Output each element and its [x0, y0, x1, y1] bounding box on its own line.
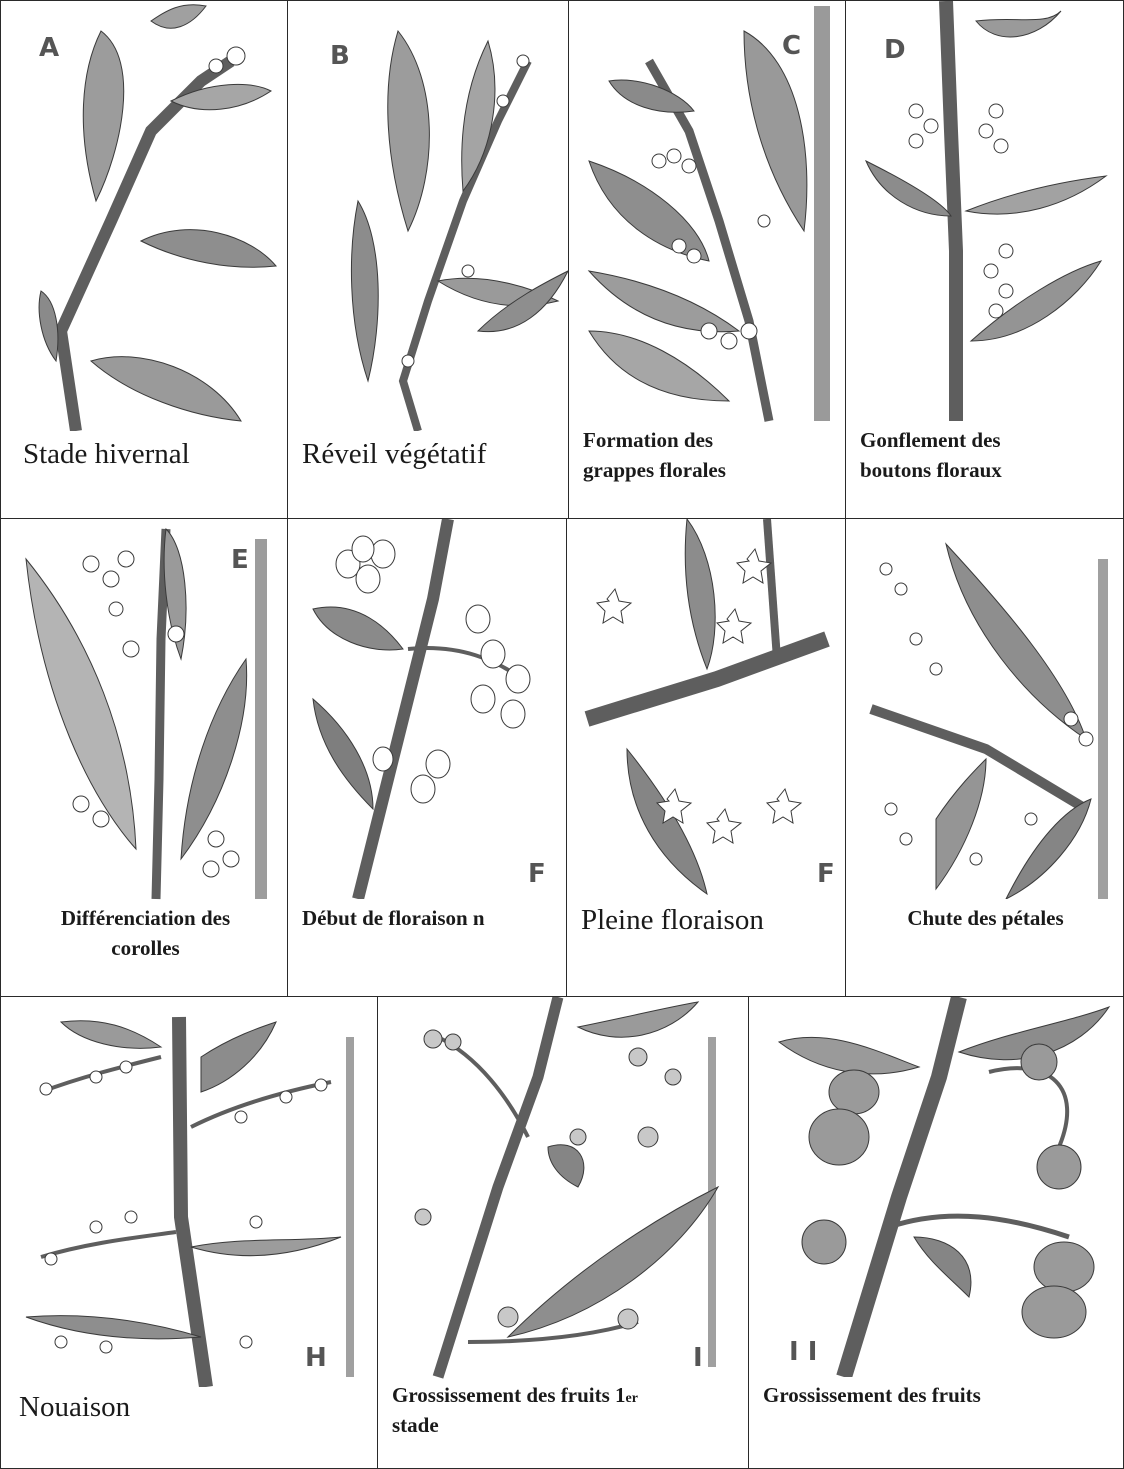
- caption-text: Grossissement des fruits 1: [392, 1383, 626, 1407]
- stage-caption: Chute des pétales: [846, 906, 1124, 931]
- stage-caption-line2: boutons floraux: [860, 458, 1002, 483]
- stage-panel-g: Chute des pétales: [845, 518, 1124, 998]
- stage-panel-f2: F Pleine floraison: [566, 518, 847, 998]
- stage-letter: E: [231, 545, 249, 575]
- caption-superscript: er: [626, 1391, 638, 1406]
- stage-panel-c: C Formation des grappes florales: [568, 0, 847, 520]
- stage-caption-line1: Grossissement des fruits 1er: [392, 1383, 638, 1408]
- stage-caption: Stade hivernal: [23, 437, 190, 472]
- stage-caption: Nouaison: [19, 1390, 130, 1425]
- stage-caption-line1: Formation des: [583, 428, 713, 453]
- olive-branch-illustration-a: [1, 1, 289, 431]
- stage-caption-line2: corolles: [1, 936, 289, 961]
- stage-letter: I: [693, 1343, 703, 1373]
- stage-caption: Début de floraison n: [302, 906, 485, 931]
- stage-letter: I I: [789, 1337, 817, 1367]
- stage-panel-i1: I Grossissement des fruits 1er stade: [377, 996, 750, 1469]
- stage-letter: F: [817, 859, 835, 889]
- stage-caption: Pleine floraison: [581, 903, 764, 938]
- stage-panel-e: E Différenciation des corolles: [0, 518, 289, 998]
- stage-panel-b: B Réveil végétatif: [287, 0, 570, 520]
- stage-letter: D: [884, 35, 906, 65]
- stage-letter: A: [39, 33, 59, 63]
- olive-branch-illustration-i2: [749, 997, 1124, 1377]
- stage-caption-line2: stade: [392, 1413, 439, 1438]
- olive-branch-illustration-f2: [567, 519, 847, 899]
- stage-panel-h: H Nouaison: [0, 996, 379, 1469]
- olive-branch-illustration-h: [1, 997, 379, 1387]
- stage-caption: Grossissement des fruits: [763, 1383, 981, 1408]
- stage-caption-line1: Différenciation des: [1, 906, 289, 931]
- stage-panel-f1: F Début de floraison n: [287, 518, 568, 998]
- olive-branch-illustration-e: [1, 519, 289, 904]
- olive-branch-illustration-i1: [378, 997, 750, 1382]
- stage-panel-i2: I I Grossissement des fruits: [748, 996, 1124, 1469]
- stage-panel-d: D Gonflement des boutons floraux: [845, 0, 1124, 520]
- olive-branch-illustration-g: [846, 519, 1124, 899]
- stage-letter: F: [528, 859, 546, 889]
- stage-letter: B: [330, 41, 350, 71]
- stage-letter: H: [305, 1343, 327, 1373]
- stage-caption-line2: grappes florales: [583, 458, 726, 483]
- stage-caption: Réveil végétatif: [302, 437, 486, 472]
- stage-panel-a: A Stade hivernal: [0, 0, 289, 520]
- olive-branch-illustration-f1: [288, 519, 568, 899]
- stage-caption-line1: Gonflement des: [860, 428, 1001, 453]
- stage-letter: C: [782, 31, 801, 61]
- olive-branch-illustration-c: [569, 1, 847, 426]
